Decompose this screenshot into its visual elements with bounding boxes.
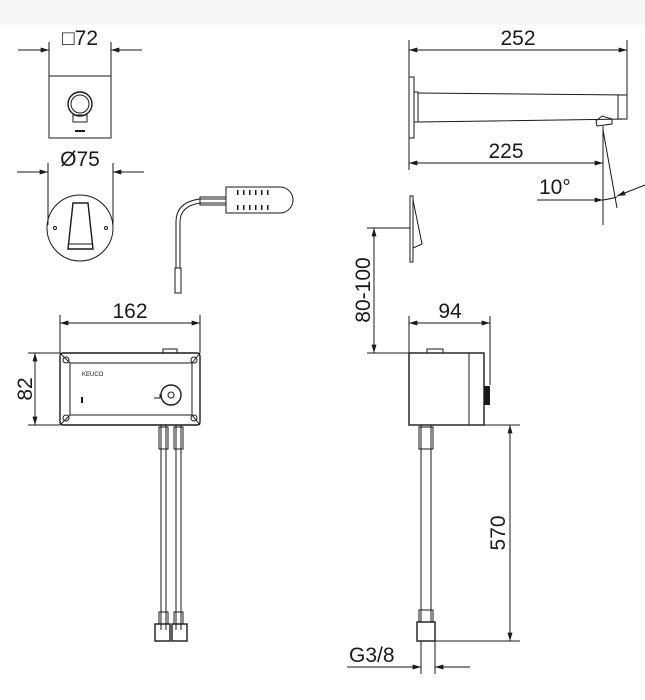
valve-knob-icon <box>160 384 182 406</box>
dim-depth-94: 94 <box>438 300 462 323</box>
control-box-side-view: 94 570 G3/8 <box>347 300 520 674</box>
square-plate <box>48 75 112 139</box>
dim-outlet-225: 225 <box>488 140 523 163</box>
dim-height-82: 82 <box>14 377 37 400</box>
dim-angle-10: 10° <box>539 176 571 199</box>
dim-square-72: □72 <box>62 27 98 50</box>
dim-width-162: 162 <box>112 300 147 323</box>
sensor-cable-view <box>174 186 294 294</box>
sensor-ring-icon <box>67 91 93 117</box>
round-plate <box>46 194 114 262</box>
dim-thread-g38: G3/8 <box>349 644 395 667</box>
control-box-front-view: 162 82 KEUCO <box>14 300 201 642</box>
dim-diameter-75: Ø75 <box>60 148 100 171</box>
control-box-side <box>408 352 485 426</box>
spout-side-view: 252 225 10° <box>408 27 645 225</box>
top-strip <box>0 0 645 25</box>
brand-label: KEUCO <box>82 372 104 378</box>
spout-wall-plate <box>408 76 415 139</box>
dim-hose-570: 570 <box>487 515 510 550</box>
square-plate-view: □72 <box>18 27 142 139</box>
control-box <box>59 352 201 426</box>
mount-height-view: 80-100 <box>352 195 423 354</box>
round-plate-view: Ø75 <box>17 148 144 262</box>
dim-mount-80-100: 80-100 <box>352 257 375 322</box>
dim-length-252: 252 <box>500 27 535 50</box>
